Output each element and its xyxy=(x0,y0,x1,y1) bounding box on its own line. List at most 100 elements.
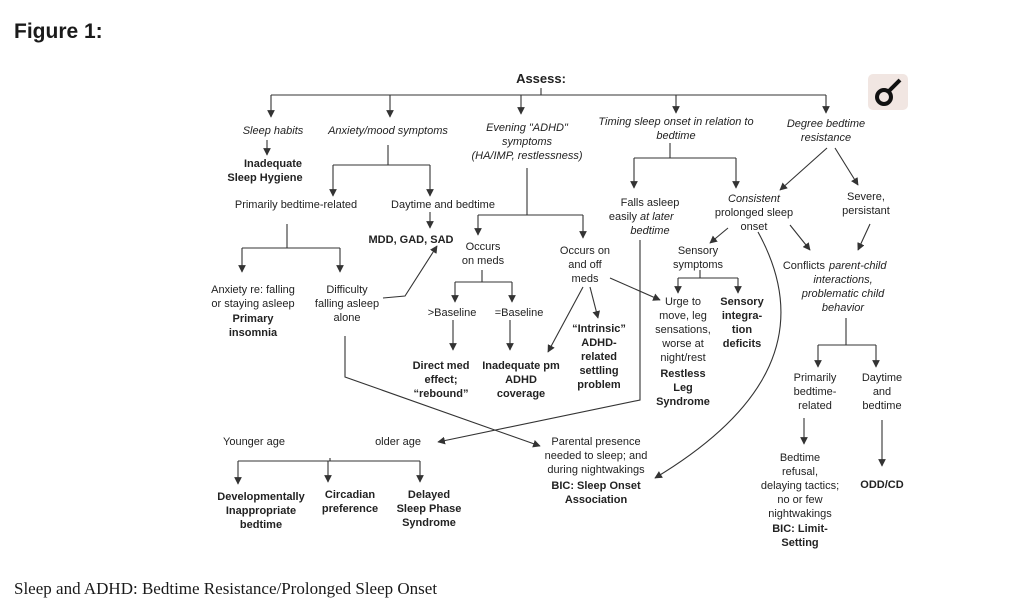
svg-text:persistant: persistant xyxy=(842,205,890,217)
svg-text:Evening "ADHD": Evening "ADHD" xyxy=(486,122,569,134)
svg-text:refusal,: refusal, xyxy=(782,466,818,478)
node-bic-limit-setting: BIC: Limit- Setting xyxy=(772,523,828,549)
svg-text:resistance: resistance xyxy=(801,132,851,144)
svg-text:falling asleep: falling asleep xyxy=(315,298,379,310)
node-sensory-symptoms: Sensory symptoms xyxy=(673,245,724,271)
svg-text:Anxiety/mood symptoms: Anxiety/mood symptoms xyxy=(327,125,448,137)
svg-text:“Intrinsic”: “Intrinsic” xyxy=(572,323,626,335)
node-anxiety-re-falling: Anxiety re: falling or staying asleep xyxy=(211,284,295,310)
node-younger-age: Younger age xyxy=(223,436,285,448)
svg-text:Parental presence: Parental presence xyxy=(551,436,640,448)
svg-text:nightwakings: nightwakings xyxy=(768,508,832,520)
svg-text:behavior: behavior xyxy=(822,302,866,314)
svg-text:onset: onset xyxy=(741,221,768,233)
svg-text:worse at: worse at xyxy=(661,338,704,350)
svg-text:delaying tactics;: delaying tactics; xyxy=(761,480,839,492)
svg-text:Inadequate pm: Inadequate pm xyxy=(482,360,560,372)
svg-text:bedtime: bedtime xyxy=(862,400,901,412)
svg-text:related: related xyxy=(581,351,617,363)
svg-text:“rebound”: “rebound” xyxy=(414,388,469,400)
category-sleep-habits: Sleep habits xyxy=(243,125,304,137)
node-difficulty-falling-alone: Difficulty falling asleep alone xyxy=(315,284,379,324)
node-conflicts-parent-child: Conflicts parent-child interactions, pro… xyxy=(783,260,888,314)
svg-text:night/rest: night/rest xyxy=(660,352,705,364)
node-severe-persistent: Severe, persistant xyxy=(842,191,890,217)
svg-text:ADHD: ADHD xyxy=(505,374,537,386)
svg-text:tion: tion xyxy=(732,324,752,336)
svg-text:bedtime-: bedtime- xyxy=(794,386,837,398)
svg-text:Sleep habits: Sleep habits xyxy=(243,125,304,137)
node-falls-asleep-later: Falls asleep easily at later bedtime xyxy=(609,197,679,237)
node-daytime-and-bedtime-2: Daytime and bedtime xyxy=(862,372,902,412)
node-direct-med-effect: Direct med effect; “rebound” xyxy=(413,360,470,400)
svg-text:bedtime: bedtime xyxy=(656,130,695,142)
node-restless-leg-syndrome: Restless Leg Syndrome xyxy=(656,368,710,408)
node-occurs-on-and-off-meds: Occurs on and off meds xyxy=(560,245,610,285)
node-primary-insomnia: Primary insomnia xyxy=(229,313,278,339)
node-eq-baseline: =Baseline xyxy=(495,307,544,319)
svg-text:Difficulty: Difficulty xyxy=(326,284,368,296)
svg-text:settling: settling xyxy=(579,365,618,377)
svg-text:related: related xyxy=(798,400,832,412)
logo-icon xyxy=(868,74,908,110)
svg-text:Occurs on: Occurs on xyxy=(560,245,610,257)
svg-text:BIC: Sleep Onset: BIC: Sleep Onset xyxy=(551,480,641,492)
svg-text:during nightwakings: during nightwakings xyxy=(547,464,645,476)
svg-text:Direct med: Direct med xyxy=(413,360,470,372)
node-occurs-on-meds: Occurs on meds xyxy=(462,241,505,267)
svg-text:parent-child: parent-child xyxy=(828,260,887,272)
node-parental-presence: Parental presence needed to sleep; and d… xyxy=(545,436,648,476)
svg-text:bedtime: bedtime xyxy=(630,225,669,237)
category-degree-resistance: Degree bedtime resistance xyxy=(787,118,865,144)
node-bic-sleep-onset-association: BIC: Sleep Onset Association xyxy=(551,480,641,506)
node-older-age: older age xyxy=(375,436,421,448)
svg-text:Circadian: Circadian xyxy=(325,489,375,501)
node-circadian-preference: Circadian preference xyxy=(322,489,378,515)
svg-text:Setting: Setting xyxy=(781,537,818,549)
svg-text:Daytime: Daytime xyxy=(862,372,902,384)
svg-text:Sensory: Sensory xyxy=(720,296,764,308)
svg-text:Association: Association xyxy=(565,494,628,506)
svg-text:coverage: coverage xyxy=(497,388,545,400)
svg-text:alone: alone xyxy=(334,312,361,324)
category-timing-sleep-onset: Timing sleep onset in relation to bedtim… xyxy=(598,116,753,142)
node-assess: Assess: xyxy=(516,71,566,86)
node-sensory-integration-deficits: Sensory integra- tion deficits xyxy=(720,296,764,350)
svg-text:Syndrome: Syndrome xyxy=(656,396,710,408)
node-inadequate-sleep-hygiene: Inadequate Sleep Hygiene xyxy=(227,158,302,184)
node-urge-to-move: Urge to move, leg sensations, worse at n… xyxy=(655,296,711,364)
svg-text:problem: problem xyxy=(577,379,621,391)
svg-text:Delayed: Delayed xyxy=(408,489,450,501)
node-consistent-prolonged-onset: Consistent prolonged sleep onset xyxy=(715,193,793,233)
svg-text:interactions,: interactions, xyxy=(813,274,872,286)
node-primarily-bedtime-related-2: Primarily bedtime- related xyxy=(794,372,837,412)
svg-text:move, leg: move, leg xyxy=(659,310,707,322)
svg-text:prolonged sleep: prolonged sleep xyxy=(715,207,793,219)
svg-text:Sleep Hygiene: Sleep Hygiene xyxy=(227,172,302,184)
node-mdd-gad-sad: MDD, GAD, SAD xyxy=(369,234,454,246)
node-intrinsic-adhd-settling: “Intrinsic” ADHD- related settling probl… xyxy=(572,323,626,391)
svg-text:symptoms: symptoms xyxy=(673,259,724,271)
svg-text:deficits: deficits xyxy=(723,338,762,350)
svg-text:and: and xyxy=(873,386,891,398)
svg-text:meds: meds xyxy=(572,273,599,285)
svg-text:at later: at later xyxy=(640,211,675,223)
svg-text:symptoms: symptoms xyxy=(502,136,553,148)
svg-text:Timing sleep onset in relation: Timing sleep onset in relation to xyxy=(598,116,753,128)
svg-text:ADHD-: ADHD- xyxy=(581,337,617,349)
svg-text:sensations,: sensations, xyxy=(655,324,711,336)
svg-text:Falls asleep: Falls asleep xyxy=(621,197,680,209)
svg-text:Bedtime: Bedtime xyxy=(780,452,820,464)
svg-text:no or few: no or few xyxy=(777,494,822,506)
node-primarily-bedtime-related: Primarily bedtime-related xyxy=(235,199,357,211)
node-gt-baseline: >Baseline xyxy=(428,307,477,319)
svg-text:Developmentally: Developmentally xyxy=(217,491,305,503)
svg-text:Anxiety re: falling: Anxiety re: falling xyxy=(211,284,295,296)
node-delayed-sleep-phase: Delayed Sleep Phase Syndrome xyxy=(397,489,462,529)
svg-text:Severe,: Severe, xyxy=(847,191,885,203)
svg-text:Inappropriate: Inappropriate xyxy=(226,505,296,517)
svg-text:Syndrome: Syndrome xyxy=(402,517,456,529)
svg-text:Sleep Phase: Sleep Phase xyxy=(397,503,462,515)
svg-text:preference: preference xyxy=(322,503,378,515)
